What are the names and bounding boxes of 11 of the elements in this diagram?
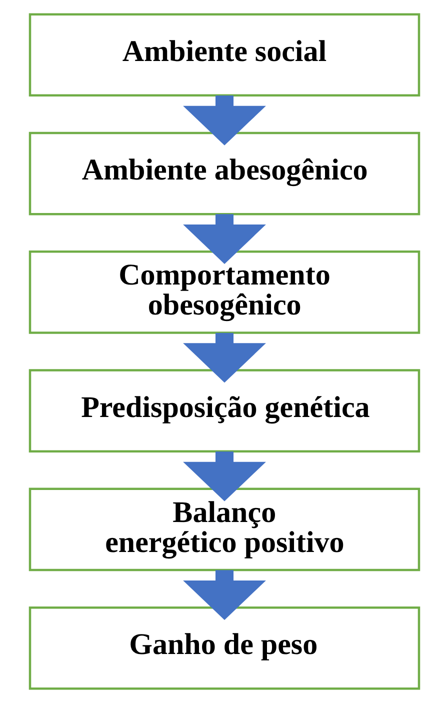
node-box: Ambiente abesogênico (28, 132, 420, 216)
node-box: Balanço energético positivo (28, 488, 420, 572)
arrow (182, 96, 266, 146)
arrow (182, 570, 266, 620)
node-box: Ambiente social (28, 13, 420, 97)
arrow (182, 214, 266, 264)
node-box: Predisposição genética (28, 369, 420, 452)
node-box: Ganho de peso (28, 606, 420, 690)
arrow (182, 332, 266, 383)
node-box: Comportamento obesogênico (28, 250, 420, 334)
arrow (182, 451, 266, 502)
